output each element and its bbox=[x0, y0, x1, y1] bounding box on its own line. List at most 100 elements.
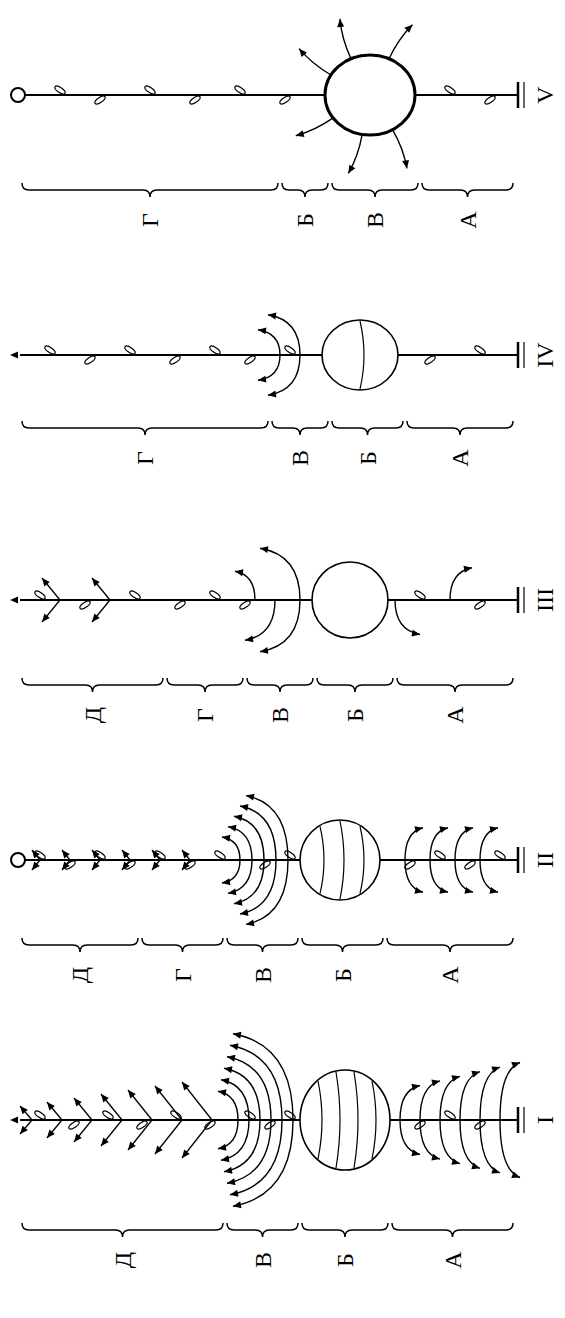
region-letter: А bbox=[441, 1250, 465, 1269]
leaf bbox=[174, 600, 187, 611]
region-letter: А bbox=[448, 448, 472, 467]
tuber-oval bbox=[322, 320, 398, 390]
branch-arc bbox=[234, 816, 264, 860]
ground-bar bbox=[523, 847, 524, 873]
arrow-head bbox=[224, 1066, 233, 1073]
arrow-head bbox=[296, 130, 305, 137]
brace bbox=[282, 183, 328, 197]
branch-arc bbox=[224, 1068, 260, 1120]
branch-line bbox=[182, 1082, 212, 1120]
arrow-head bbox=[122, 862, 130, 870]
arrow-head bbox=[92, 850, 100, 858]
arrow-head bbox=[47, 1102, 55, 1110]
stem bbox=[20, 599, 518, 601]
arrow-head bbox=[128, 1090, 136, 1098]
branch-arc bbox=[227, 1120, 271, 1183]
branch-line bbox=[42, 600, 60, 622]
arrow-head bbox=[20, 1126, 28, 1134]
leaf bbox=[259, 860, 272, 871]
brace bbox=[272, 421, 328, 435]
leaf bbox=[234, 85, 247, 96]
branch-arc bbox=[227, 1057, 271, 1120]
arrow-head bbox=[182, 850, 190, 858]
leaf bbox=[124, 345, 137, 356]
arrow-head bbox=[439, 826, 448, 833]
leaf bbox=[424, 355, 437, 366]
brace bbox=[397, 678, 513, 692]
arrow-head bbox=[411, 1084, 420, 1091]
branch-arc bbox=[246, 860, 288, 924]
plant-number: III bbox=[533, 587, 557, 613]
ground-bar bbox=[523, 1107, 524, 1133]
arrow-head bbox=[230, 1190, 239, 1197]
arrow-head bbox=[221, 1155, 230, 1162]
branch-arc bbox=[430, 860, 448, 892]
brace bbox=[407, 421, 513, 435]
region-letter: В bbox=[288, 449, 312, 467]
arrow-head bbox=[240, 804, 249, 811]
arrow-head bbox=[152, 862, 160, 870]
branch-arc bbox=[246, 796, 288, 860]
leaf bbox=[68, 1120, 81, 1131]
brace bbox=[142, 938, 223, 952]
arrow-head bbox=[228, 825, 236, 832]
leaf bbox=[284, 850, 297, 861]
arrow-head bbox=[489, 826, 498, 833]
arrow-head bbox=[411, 1149, 420, 1156]
arrow-head bbox=[431, 1079, 440, 1086]
branch-arc bbox=[460, 1072, 480, 1120]
branch-arc bbox=[222, 860, 240, 883]
region-letter: Д bbox=[111, 1251, 135, 1269]
branch-arc bbox=[258, 355, 280, 380]
arrow-head bbox=[74, 1098, 82, 1106]
branch-line bbox=[92, 578, 110, 600]
leaf bbox=[279, 95, 292, 106]
branch-arc bbox=[260, 548, 300, 600]
stem bbox=[20, 1119, 518, 1121]
arrow-head bbox=[471, 1071, 480, 1078]
leaf bbox=[484, 95, 497, 106]
branch-line bbox=[20, 1106, 32, 1120]
branch-line bbox=[128, 1120, 152, 1150]
branch-arc bbox=[235, 571, 255, 600]
region-letter: Б bbox=[343, 707, 367, 723]
branch-arc bbox=[234, 860, 264, 904]
arrow-head bbox=[10, 352, 18, 359]
arrow-head bbox=[464, 826, 473, 833]
branch-line bbox=[182, 850, 190, 860]
arrow-head bbox=[227, 1055, 236, 1062]
plant-number: I bbox=[533, 1115, 557, 1125]
branch-line bbox=[62, 860, 70, 870]
region-letter: А bbox=[443, 705, 467, 724]
branch-arc bbox=[500, 1063, 520, 1121]
region-letter: Б bbox=[331, 967, 355, 983]
branch-arc bbox=[450, 568, 472, 600]
arrow-head bbox=[233, 1201, 242, 1208]
leaf bbox=[444, 1110, 457, 1121]
leaf bbox=[84, 355, 97, 366]
arrow-head bbox=[235, 569, 244, 576]
leaf bbox=[434, 850, 447, 861]
arrow-head bbox=[122, 850, 130, 858]
brace bbox=[332, 421, 403, 435]
branch-line bbox=[92, 850, 100, 860]
arrow-head bbox=[337, 19, 344, 27]
leaf bbox=[209, 590, 222, 601]
region-letter: Б bbox=[293, 212, 317, 228]
shoot-tip bbox=[11, 88, 25, 102]
plant-number: V bbox=[533, 85, 557, 104]
leaf bbox=[209, 345, 222, 356]
brace bbox=[22, 678, 163, 692]
brace bbox=[392, 1223, 513, 1237]
arrow-head bbox=[101, 1094, 109, 1102]
ground-bar bbox=[517, 82, 520, 108]
branch-arc bbox=[400, 1086, 420, 1121]
arrow-head bbox=[511, 1171, 520, 1178]
region-letter: В bbox=[363, 211, 387, 229]
plant-number: II bbox=[533, 851, 557, 869]
tuber-oval bbox=[300, 1070, 390, 1170]
leaf bbox=[189, 95, 202, 106]
region-letter: Г bbox=[133, 450, 157, 466]
branch-line bbox=[74, 1120, 92, 1142]
